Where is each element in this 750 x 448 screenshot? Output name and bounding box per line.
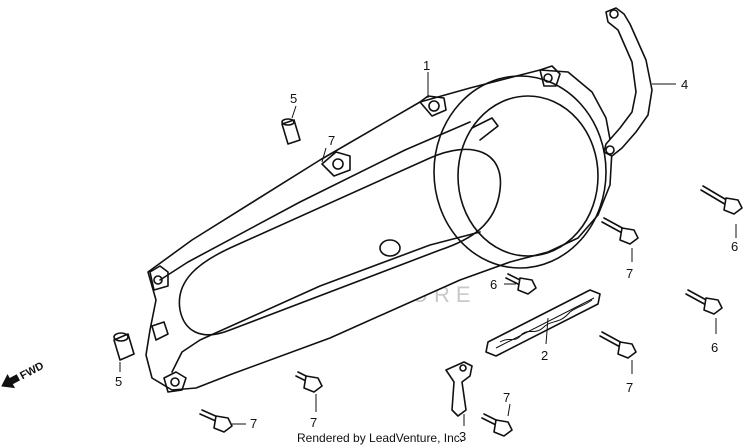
callout-5-upper: 5	[290, 91, 297, 106]
leader-lines	[119, 72, 737, 426]
cover-bracket	[603, 7, 653, 157]
callout-6-right-lower: 6	[711, 340, 718, 355]
bolt-7-upper	[601, 217, 639, 245]
forward-arrow: FWD	[1, 360, 46, 389]
emblem	[485, 289, 601, 357]
collar-upper	[281, 118, 301, 145]
callout-7-lower-center: 7	[310, 415, 317, 430]
forward-arrow-icon	[1, 374, 20, 389]
bolt-6-right-upper	[700, 185, 743, 215]
callout-7-mid: 7	[626, 380, 633, 395]
callouts: 1 2 3 4 5 5 6 6 6 7 7 7 7 7 7	[115, 58, 738, 444]
callout-1: 1	[423, 58, 430, 73]
callout-2: 2	[541, 348, 548, 363]
small-bracket	[445, 361, 473, 417]
callout-7-cover: 7	[328, 133, 335, 148]
callout-6-center: 6	[490, 277, 497, 292]
callout-6-right-upper: 6	[731, 239, 738, 254]
callout-3: 3	[459, 429, 466, 444]
callout-7-bottom: 7	[503, 390, 510, 405]
bolt-6-right-lower	[685, 289, 723, 315]
callout-7-lower-left: 7	[250, 416, 257, 431]
bolt-7-bottom	[481, 413, 513, 437]
bolt-6-center	[505, 273, 537, 295]
bolt-7-lower-left	[199, 409, 233, 433]
crankcase-cover	[145, 65, 613, 393]
bolt-7-lower-center	[295, 371, 323, 393]
callout-5-lower: 5	[115, 374, 122, 389]
callout-4: 4	[681, 77, 688, 92]
bolt-7-mid	[599, 331, 637, 359]
callout-7-upper: 7	[626, 266, 633, 281]
forward-label: FWD	[18, 360, 46, 382]
collar-lower	[113, 332, 135, 361]
rendered-by-footer: Rendered by LeadVenture, Inc.	[297, 431, 463, 445]
